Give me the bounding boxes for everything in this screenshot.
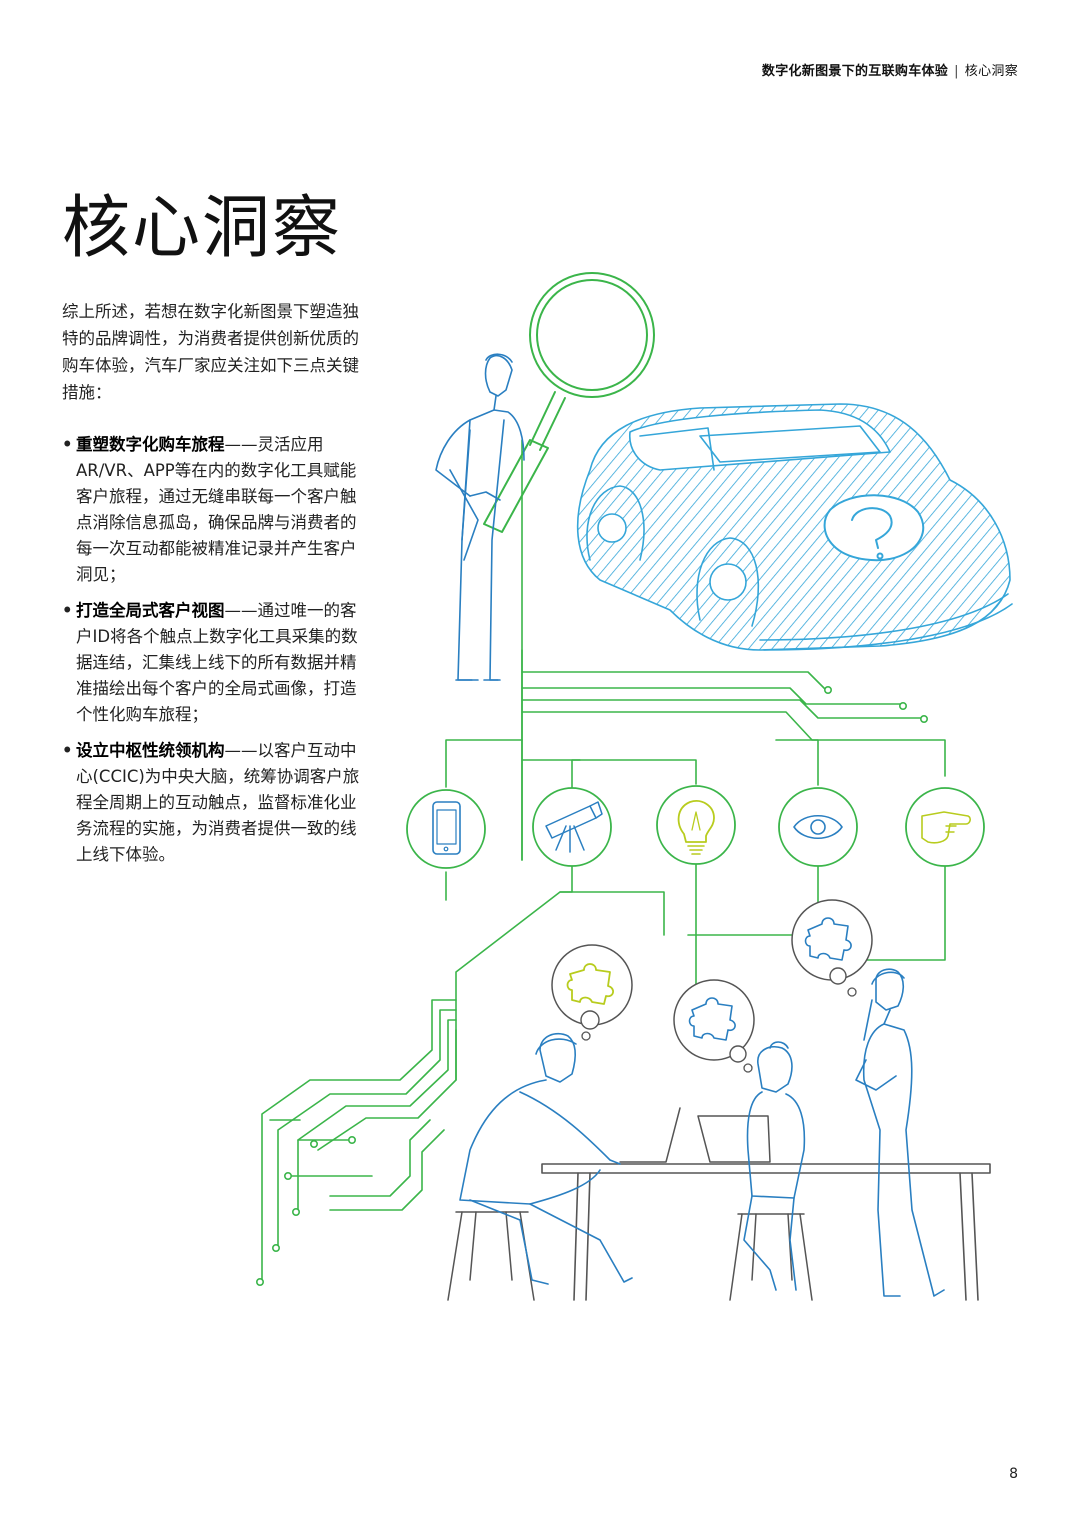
puzzle-piece-icon — [688, 997, 736, 1041]
puzzle-piece-icon — [804, 917, 852, 961]
eye-icon — [778, 787, 858, 867]
list-item: • 设立中枢性统领机构——以客户互动中心(CCIC)为中央大脑，统筹协调客户旅程… — [62, 738, 362, 868]
smartphone-icon — [406, 789, 486, 869]
meeting-table — [541, 1163, 991, 1301]
list-item: • 重塑数字化购车旅程——灵活应用AR/VR、APP等在内的数字化工具赋能客户旅… — [62, 432, 362, 588]
stool-right — [729, 1213, 813, 1301]
lightbulb-icon — [656, 785, 736, 865]
question-mark-icon — [823, 494, 925, 562]
bullet-term: 设立中枢性统领机构 — [76, 741, 225, 760]
circuit-lines — [261, 439, 946, 1281]
telescope-icon — [532, 787, 612, 867]
bullet-marker: • — [62, 601, 73, 620]
page-number: 8 — [1009, 1466, 1018, 1482]
bullet-marker: • — [62, 435, 73, 454]
thought-bubble-left — [551, 944, 633, 1041]
bullet-text: ——通过唯一的客户ID将各个触点上数字化工具采集的数据连结，汇集线上线下的所有数… — [76, 601, 358, 724]
magnifier-icon — [483, 272, 655, 533]
laptop-icon — [619, 1107, 771, 1163]
thought-bubble-middle — [673, 979, 755, 1073]
header-section: 核心洞察 — [964, 64, 1018, 79]
list-item: • 打造全局式客户视图——通过唯一的客户ID将各个触点上数字化工具采集的数据连结… — [62, 598, 362, 728]
intro-paragraph: 综上所述，若想在数字化新图景下塑造独特的品牌调性，为消费者提供创新优质的购车体验… — [62, 302, 359, 402]
seated-man-figure — [459, 1032, 633, 1285]
key-measures-list: • 重塑数字化购车旅程——灵活应用AR/VR、APP等在内的数字化工具赋能客户旅… — [62, 432, 362, 878]
circuit-end-dots — [255, 685, 928, 1287]
car-icon — [576, 403, 1013, 651]
bullet-text: ——灵活应用AR/VR、APP等在内的数字化工具赋能客户旅程，通过无缝串联每一个… — [76, 435, 357, 584]
header-doc-title: 数字化新图景下的互联购车体验 — [761, 64, 949, 79]
standing-man-right-figure — [855, 968, 945, 1297]
page-title: 核心洞察 — [62, 189, 343, 268]
pointing-hand-icon — [905, 787, 985, 867]
running-header: 数字化新图景下的互联购车体验 | 核心洞察 — [762, 60, 1018, 79]
bullet-term: 打造全局式客户视图 — [76, 601, 225, 620]
illustration — [255, 272, 1013, 1301]
bullet-term: 重塑数字化购车旅程 — [76, 435, 225, 454]
puzzle-piece-icon — [566, 963, 614, 1005]
seated-woman-figure — [743, 1041, 806, 1291]
thought-bubble-right — [791, 899, 873, 997]
bullet-marker: • — [62, 741, 73, 760]
standing-man-figure — [435, 353, 525, 681]
header-separator: | — [954, 64, 959, 79]
bullet-text: ——以客户互动中心(CCIC)为中央大脑，统筹协调客户旅程全周期上的互动触点，监… — [76, 741, 360, 864]
